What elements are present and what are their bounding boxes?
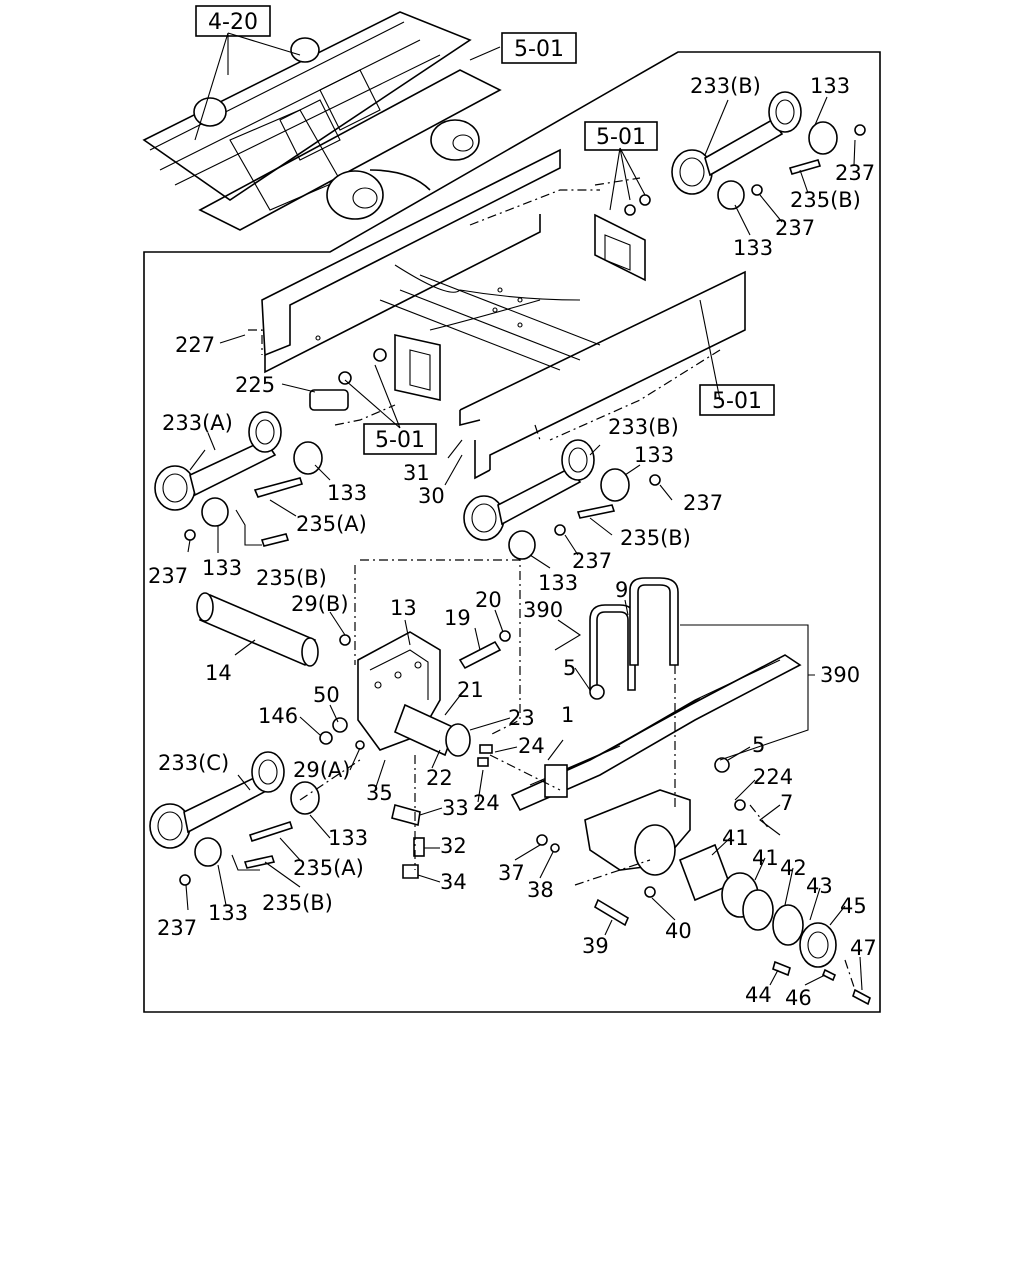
callout-34[interactable]: 34: [440, 870, 467, 894]
callout-24[interactable]: 24: [473, 791, 500, 815]
callout-45[interactable]: 45: [840, 894, 867, 918]
callout-33[interactable]: 33: [442, 796, 469, 820]
callout-133[interactable]: 133: [733, 236, 773, 260]
callout-235b[interactable]: 235(B): [256, 566, 327, 590]
callout-35[interactable]: 35: [366, 781, 393, 805]
callout-225[interactable]: 225: [235, 373, 275, 397]
callout-237[interactable]: 237: [572, 549, 612, 573]
callout-32[interactable]: 32: [440, 834, 467, 858]
callout-20[interactable]: 20: [475, 588, 502, 612]
callout-235b[interactable]: 235(B): [790, 188, 861, 212]
callout-233b[interactable]: 233(B): [690, 74, 761, 98]
callout-237[interactable]: 237: [835, 161, 875, 185]
callout-38[interactable]: 38: [527, 878, 554, 902]
callout-9[interactable]: 9: [615, 578, 628, 602]
leaf-spring: [510, 577, 802, 812]
callout-390[interactable]: 390: [820, 663, 860, 687]
frame-rails: [261, 148, 746, 480]
callout-133[interactable]: 133: [810, 74, 850, 98]
axle-tube: [196, 592, 319, 667]
trunnion-bracket: [319, 630, 511, 767]
callout-133[interactable]: 133: [634, 443, 674, 467]
ref-label: 5-01: [712, 389, 762, 414]
spring-seat-fasteners: [391, 804, 425, 879]
torque-rod-233a: [154, 411, 323, 547]
spring-seat-hub: [536, 789, 871, 1006]
callout-43[interactable]: 43: [806, 874, 833, 898]
callout-39[interactable]: 39: [582, 934, 609, 958]
callout-227[interactable]: 227: [175, 333, 215, 357]
callout-19[interactable]: 19: [444, 606, 471, 630]
callout-235b[interactable]: 235(B): [620, 526, 691, 550]
callout-41[interactable]: 41: [752, 846, 779, 870]
callout-40[interactable]: 40: [665, 919, 692, 943]
u-bolt-icon: [629, 577, 679, 666]
callout-14[interactable]: 14: [205, 661, 232, 685]
ref-box-5-01-rail[interactable]: 5-01: [699, 384, 775, 416]
callout-23[interactable]: 23: [508, 706, 535, 730]
overview-wheel-hub-icon: [326, 170, 384, 220]
callout-5[interactable]: 5: [752, 733, 765, 757]
callout-235a[interactable]: 235(A): [293, 856, 364, 880]
torque-rod-233b-top: [671, 91, 866, 210]
callout-41[interactable]: 41: [722, 826, 749, 850]
chassis-overview: [142, 11, 502, 231]
callout-133[interactable]: 133: [328, 826, 368, 850]
ref-box-5-01-lower[interactable]: 5-01: [363, 423, 437, 455]
callout-390[interactable]: 390: [523, 598, 563, 622]
callout-24[interactable]: 24: [518, 734, 545, 758]
callout-46[interactable]: 46: [785, 986, 812, 1010]
callout-233c[interactable]: 233(C): [158, 751, 229, 775]
callout-133[interactable]: 133: [208, 901, 248, 925]
part-callouts: 227 225 233(A) 133 235(A) 237 133 235(B)…: [148, 74, 877, 1010]
ref-label: 5-01: [375, 428, 425, 453]
callout-133[interactable]: 133: [202, 556, 242, 580]
callout-1[interactable]: 1: [561, 703, 574, 727]
callout-7[interactable]: 7: [780, 791, 793, 815]
callout-31[interactable]: 31: [403, 461, 430, 485]
callout-29a[interactable]: 29(A): [293, 758, 350, 782]
callout-13[interactable]: 13: [390, 596, 417, 620]
u-bolt-icon: [589, 604, 636, 691]
callout-237[interactable]: 237: [683, 491, 723, 515]
torque-rod-233b-mid: [463, 439, 661, 560]
callout-29b[interactable]: 29(B): [291, 592, 349, 616]
callout-233b[interactable]: 233(B): [608, 415, 679, 439]
ref-box-5-01-top[interactable]: 5-01: [501, 32, 577, 64]
ref-box-5-01-bracket[interactable]: 5-01: [584, 121, 658, 151]
callout-22[interactable]: 22: [426, 766, 453, 790]
callout-47[interactable]: 47: [850, 936, 877, 960]
callout-233a[interactable]: 233(A): [162, 411, 233, 435]
diagram-frame: [143, 51, 881, 1013]
leader-lines: [185, 32, 863, 991]
ref-label: 5-01: [596, 125, 646, 150]
callout-30[interactable]: 30: [418, 484, 445, 508]
callout-50[interactable]: 50: [313, 683, 340, 707]
upper-bracket: [594, 194, 651, 282]
callout-235a[interactable]: 235(A): [296, 512, 367, 536]
ref-box-4-20[interactable]: 4-20: [195, 5, 271, 37]
torque-rod-bracket: [309, 334, 441, 411]
callout-37[interactable]: 37: [498, 861, 525, 885]
callout-44[interactable]: 44: [745, 983, 772, 1007]
callout-237[interactable]: 237: [148, 564, 188, 588]
callout-237[interactable]: 237: [775, 216, 815, 240]
torque-rod-233c: [149, 751, 320, 886]
callout-42[interactable]: 42: [780, 856, 807, 880]
callout-133[interactable]: 133: [538, 571, 578, 595]
callout-237[interactable]: 237: [157, 916, 197, 940]
ref-label: 4-20: [208, 10, 258, 35]
center-lines: [248, 177, 856, 991]
callout-21[interactable]: 21: [457, 678, 484, 702]
callout-235b[interactable]: 235(B): [262, 891, 333, 915]
ref-label: 5-01: [514, 37, 564, 62]
callout-224[interactable]: 224: [753, 765, 793, 789]
callout-146[interactable]: 146: [258, 704, 298, 728]
callout-133[interactable]: 133: [327, 481, 367, 505]
callout-5[interactable]: 5: [563, 656, 576, 680]
